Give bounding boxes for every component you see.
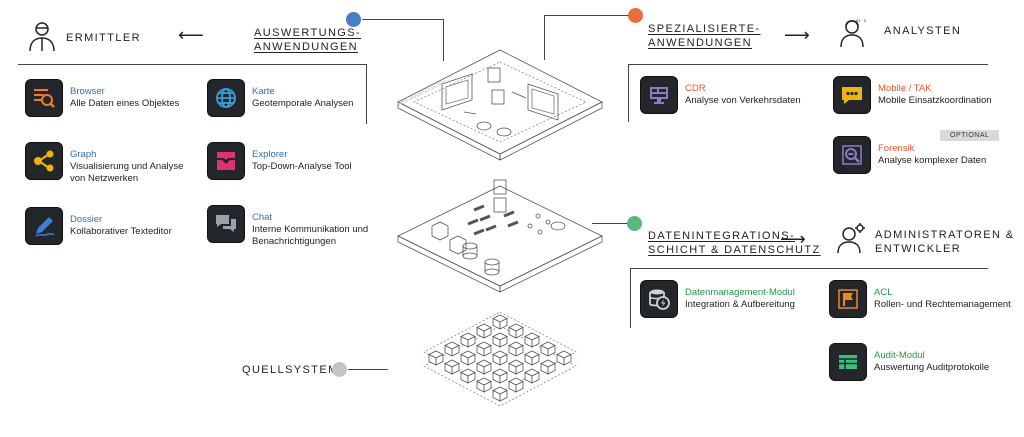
source-cube xyxy=(483,380,492,393)
source-cube xyxy=(467,371,476,384)
flag-icon xyxy=(838,289,858,309)
architecture-stack-illustration: WEB-ANWENDUNGEN xyxy=(397,49,603,407)
browser-icon xyxy=(34,89,55,108)
arrow-left-icon: ⟵ xyxy=(178,25,204,45)
mobile-icon xyxy=(842,87,862,104)
graph-icon xyxy=(34,150,54,172)
globe-icon xyxy=(216,88,236,108)
arrow-right-icon: ⟶ xyxy=(784,25,810,45)
source-cube xyxy=(515,344,524,357)
database-icon xyxy=(649,289,670,310)
source-cube xyxy=(499,335,508,348)
cdr-icon xyxy=(650,87,668,104)
svg-text:WEB-ANWENDUNGEN: WEB-ANWENDUNGEN xyxy=(397,79,448,108)
forensik-icon xyxy=(842,145,862,165)
source-cube xyxy=(563,353,572,366)
source-cube xyxy=(531,353,540,366)
source-cube xyxy=(531,371,540,384)
source-cube xyxy=(483,362,492,375)
analysten-icon: 01 · 011 xyxy=(840,18,866,48)
source-cube xyxy=(515,362,524,375)
source-cube xyxy=(467,335,476,348)
status-dot-grey xyxy=(332,362,347,377)
source-cube xyxy=(547,344,556,357)
role-analysten: ANALYSTEN xyxy=(884,25,962,37)
dossier-icon xyxy=(35,217,55,237)
optional-badge: OPTIONAL xyxy=(940,130,1000,141)
role-ermittler: ERMITTLER xyxy=(66,32,141,44)
svg-text:01 · 011: 01 · 011 xyxy=(856,18,866,23)
source-cube xyxy=(483,344,492,357)
arrow-right-icon: ⟶ xyxy=(780,229,806,249)
role-administratoren: ADMINISTRATOREN &ENTWICKLER xyxy=(875,229,1015,255)
section-daten-title: DATENINTEGRATIONS-SCHICHT & DATENSCHUTZ xyxy=(648,230,821,256)
source-cube xyxy=(483,326,492,339)
status-dot-green xyxy=(627,216,642,231)
section-spezial-title: SPEZIALISIERTE-ANWENDUNGEN xyxy=(648,23,761,49)
status-dot-blue xyxy=(346,12,361,27)
source-cube xyxy=(499,353,508,366)
explorer-icon xyxy=(217,152,235,170)
source-cube xyxy=(499,317,508,330)
source-cube xyxy=(515,380,524,393)
section-auswertung-title: AUSWERTUNGS-ANWENDUNGEN xyxy=(254,27,362,53)
ermittler-icon xyxy=(29,22,55,52)
source-cube xyxy=(451,344,460,357)
chat-icon xyxy=(216,215,236,232)
table-icon xyxy=(839,355,857,369)
source-cube xyxy=(451,362,460,375)
source-cube xyxy=(547,362,556,375)
source-cube xyxy=(499,389,508,402)
source-cube xyxy=(435,353,444,366)
source-cube xyxy=(467,353,476,366)
source-cube xyxy=(499,371,508,384)
administratoren-icon xyxy=(837,223,865,254)
section-quellsysteme-title: QUELLSYSTEME xyxy=(242,364,348,376)
status-dot-orange xyxy=(628,8,643,23)
source-cube xyxy=(515,326,524,339)
source-cube xyxy=(531,335,540,348)
